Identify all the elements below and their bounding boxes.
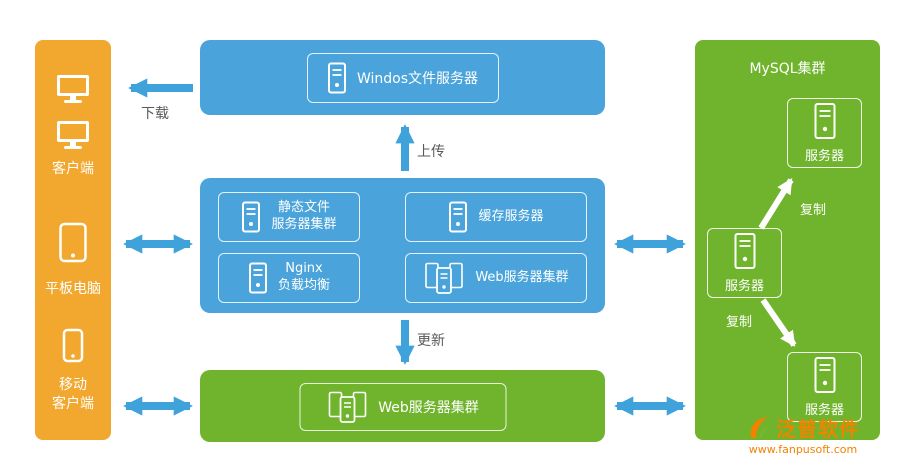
download-label: 下载	[141, 106, 169, 122]
cache-server-label: 缓存服务器	[478, 208, 544, 224]
nginx-node: Nginx 负载均衡	[218, 253, 360, 303]
web-cluster-bottom-node: Web服务器集群	[299, 383, 506, 431]
mysql-server-bottom-label: 服务器	[804, 403, 844, 418]
server-cluster-icon	[328, 391, 367, 423]
mysql-server-top-label: 服务器	[804, 149, 844, 164]
server-icon	[327, 62, 346, 94]
web-cluster-box: Web服务器集群	[200, 370, 605, 442]
mobile-client-label: 移动 客户端	[52, 377, 94, 412]
static-file-cluster-node: 静态文件 服务器集群	[218, 192, 360, 242]
phone-icon	[62, 328, 84, 363]
mysql-server-top: 服务器	[787, 98, 862, 168]
web-cluster-node: Web服务器集群	[405, 253, 587, 303]
web-cluster-label: Web服务器集群	[475, 269, 569, 285]
mysql-server-middle-label: 服务器	[724, 279, 764, 294]
nginx-label: Nginx 负载均衡	[277, 261, 330, 293]
mysql-server-bottom: 服务器	[787, 352, 862, 422]
server-icon	[814, 103, 835, 139]
server-icon	[449, 201, 468, 233]
server-icon	[734, 233, 755, 269]
web-cluster-bottom-label: Web服务器集群	[378, 400, 479, 416]
cache-server-node: 缓存服务器	[405, 192, 587, 242]
monitor-icon	[57, 75, 89, 103]
server-cluster-icon	[425, 262, 464, 294]
watermark: 泛普软件 www.fanpusoft.com	[746, 413, 860, 456]
replicate-top-label: 复制	[800, 203, 827, 218]
server-icon	[242, 201, 261, 233]
monitor-icon	[57, 121, 89, 149]
replicate-bottom-label: 复制	[726, 315, 753, 330]
app-server-box: 静态文件 服务器集群 缓存服务器 Nginx 负载均衡	[200, 178, 605, 313]
tablet-icon	[59, 222, 87, 263]
file-server-box: Windos文件服务器	[200, 40, 605, 115]
update-label: 更新	[417, 333, 445, 349]
static-file-cluster-label: 静态文件 服务器集群	[271, 200, 337, 232]
file-server-label: Windos文件服务器	[356, 71, 479, 87]
watermark-brand: 泛普软件	[776, 417, 860, 441]
tablet-label: 平板电脑	[45, 281, 101, 297]
file-server-node: Windos文件服务器	[306, 53, 499, 103]
fanpu-logo-icon	[750, 416, 769, 438]
server-icon	[248, 262, 267, 294]
server-icon	[814, 357, 835, 393]
client-label: 客户端	[52, 161, 94, 177]
mysql-title: MySQL集群	[749, 61, 826, 77]
mysql-panel: MySQL集群 服务器 服务器	[695, 40, 880, 440]
watermark-url: www.fanpusoft.com	[748, 443, 858, 456]
client-panel: 客户端 平板电脑 移动 客户端	[35, 40, 111, 440]
upload-label: 上传	[417, 144, 445, 160]
mysql-server-middle: 服务器	[707, 228, 782, 298]
